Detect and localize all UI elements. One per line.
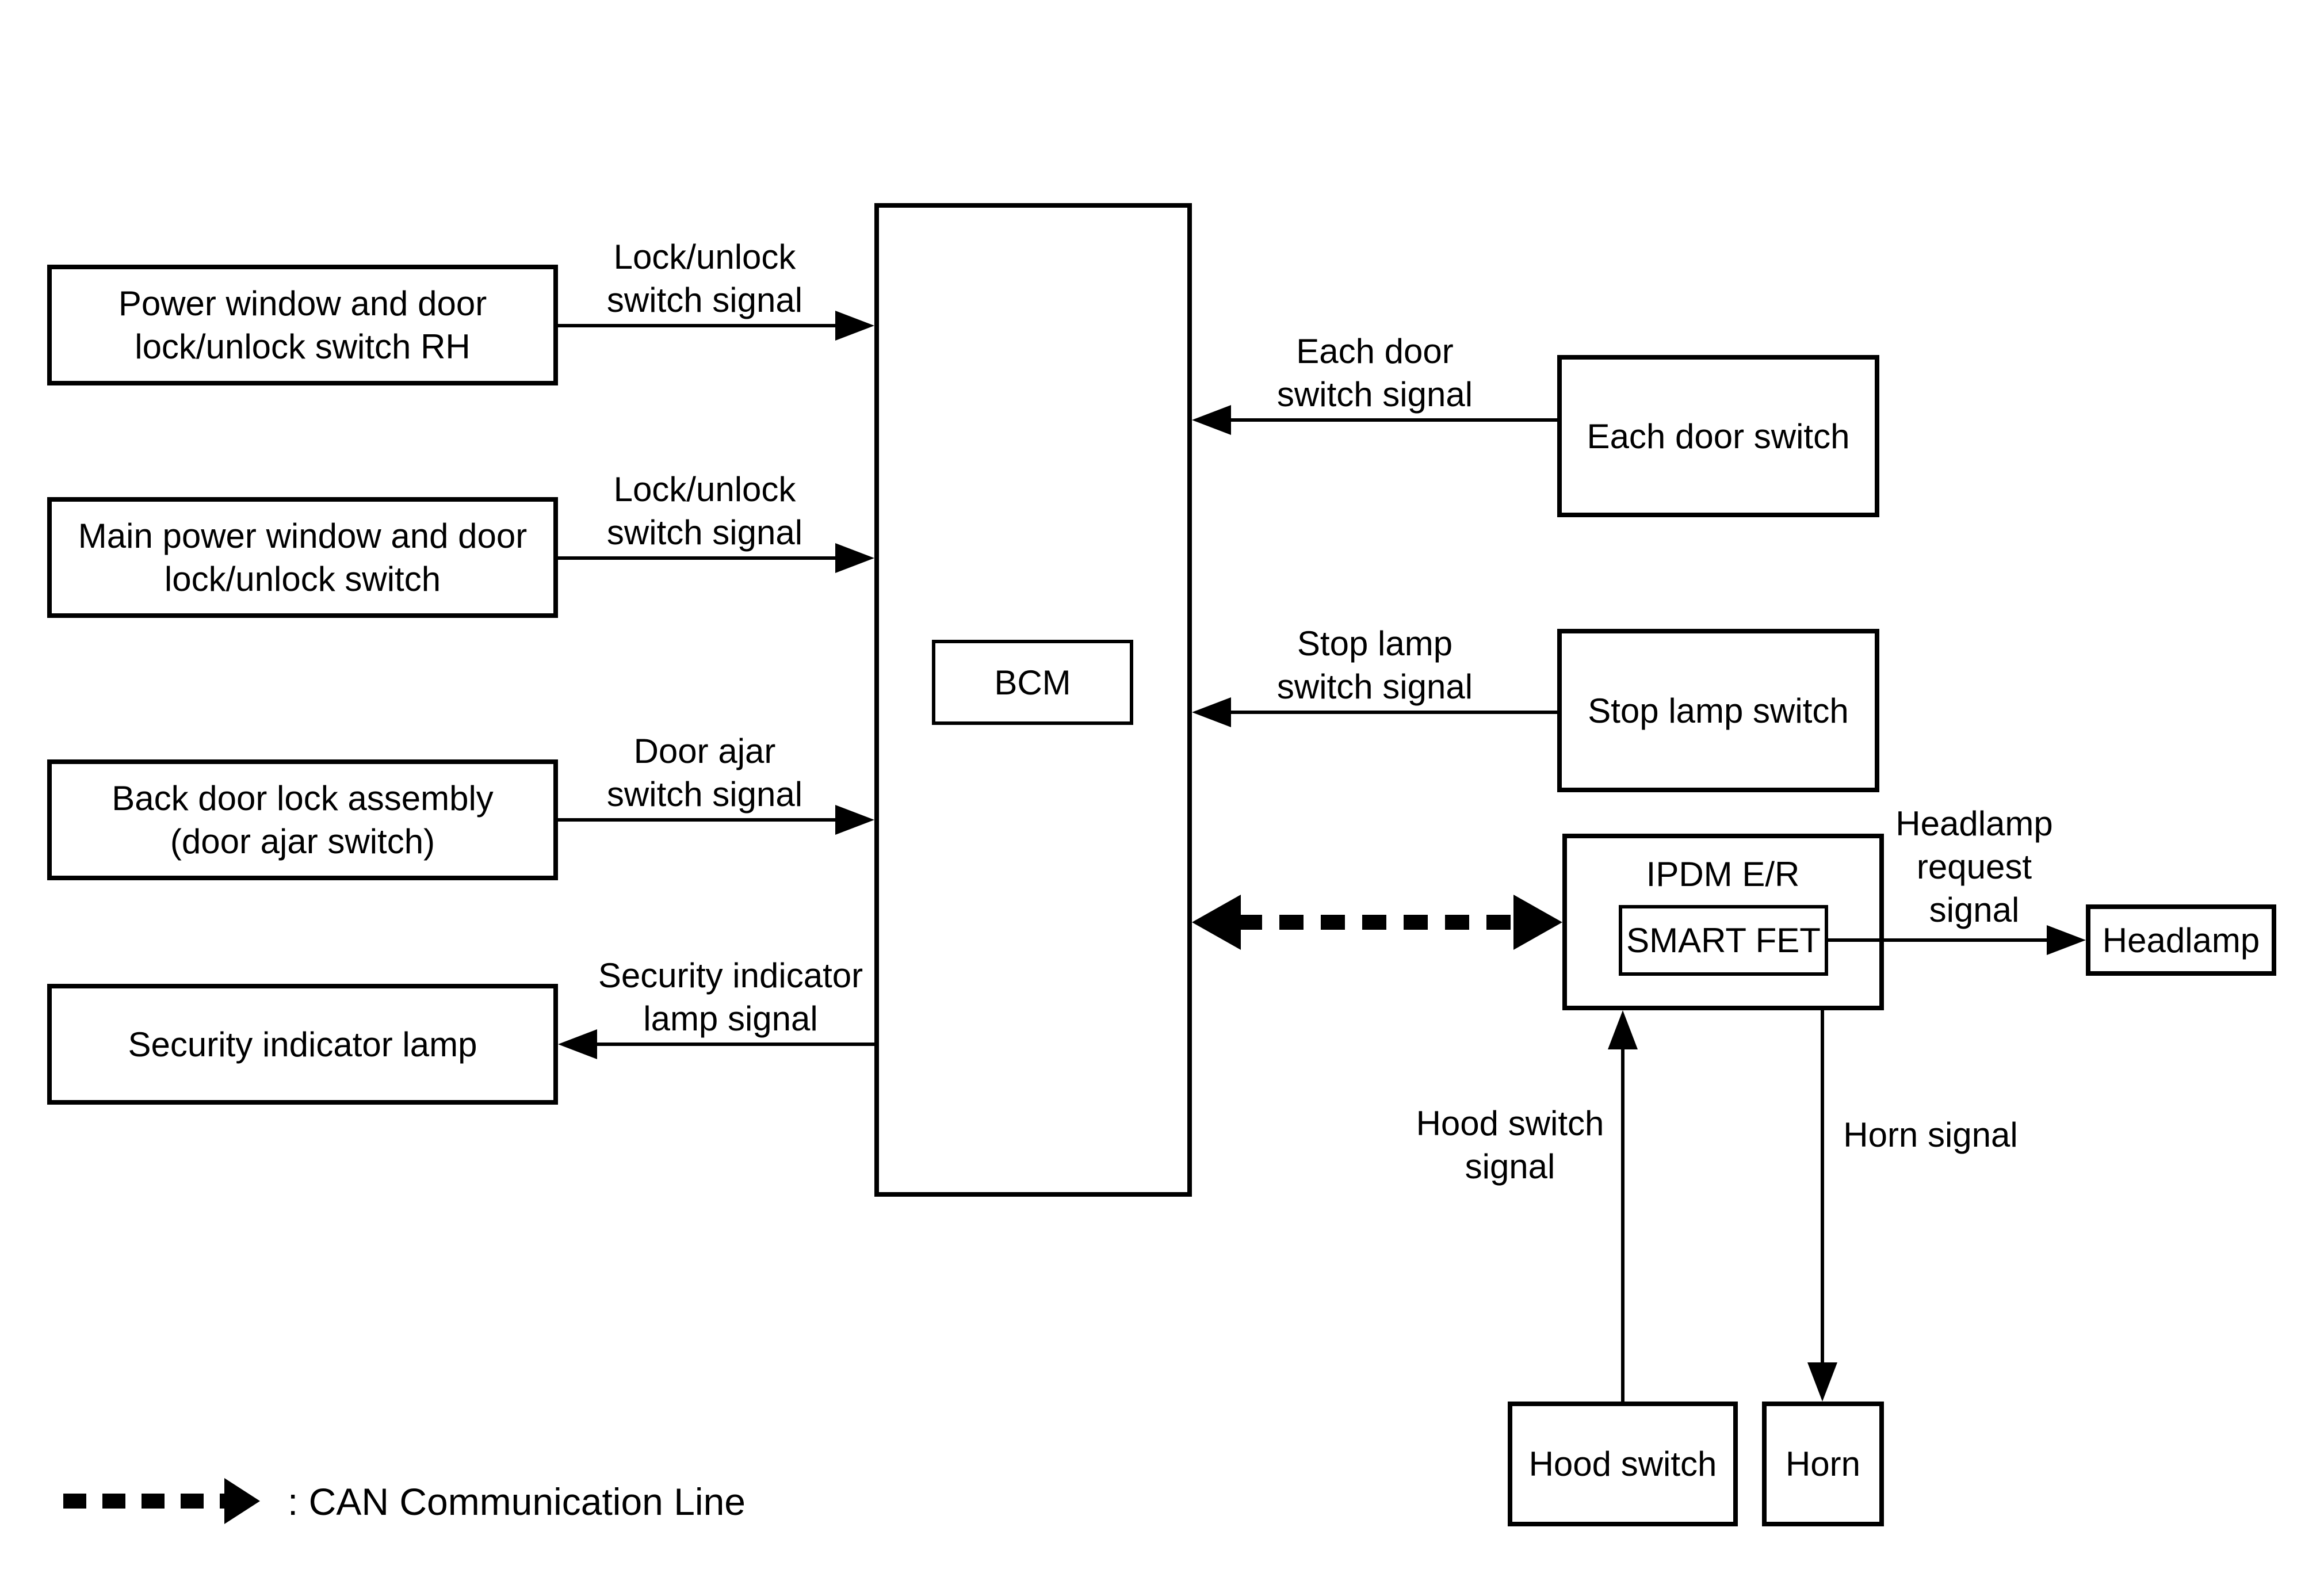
arrowhead-right-icon xyxy=(835,805,874,835)
arrow-shaft xyxy=(1230,711,1557,714)
node-headlamp: Headlamp xyxy=(2086,904,2276,976)
arrow-shaft xyxy=(1621,1047,1624,1402)
node-security-indicator-lamp: Security indicator lamp xyxy=(47,984,558,1105)
node-horn: Horn xyxy=(1762,1402,1884,1526)
arrow-shaft xyxy=(1828,938,2049,942)
node-smart-fet: SMART FET xyxy=(1619,905,1828,976)
arrowhead-left-icon xyxy=(1192,697,1231,727)
signal-door-ajar-label: Door ajar switch signal xyxy=(606,732,803,814)
signal-headlamp-request-label: Headlamp request signal xyxy=(1895,804,2053,929)
arrow-shaft xyxy=(558,324,838,327)
signal-lock-unlock-rh-label: Lock/unlock switch signal xyxy=(606,238,803,319)
arrow-shaft xyxy=(558,818,838,822)
signal-lock-unlock-main-label: Lock/unlock switch signal xyxy=(606,470,803,552)
node-stop-lamp-switch: Stop lamp switch xyxy=(1557,629,1879,792)
signal-stop-lamp-label: Stop lamp switch signal xyxy=(1276,624,1473,706)
node-hood-switch: Hood switch xyxy=(1508,1402,1738,1526)
node-power-window-rh: Power window and door lock/unlock switch… xyxy=(47,265,558,385)
legend-arrowhead-icon xyxy=(224,1478,260,1524)
arrowhead-down-icon xyxy=(1807,1362,1837,1402)
can-arrowhead-left-icon xyxy=(1192,895,1241,950)
signal-hood-switch-label: Hood switch signal xyxy=(1416,1104,1604,1186)
arrowhead-right-icon xyxy=(2047,925,2086,955)
node-bcm: BCM xyxy=(932,640,1133,725)
legend-can-label: : CAN Communication Line xyxy=(288,1480,746,1523)
arrow-shaft xyxy=(558,556,838,560)
arrow-shaft xyxy=(596,1043,874,1046)
arrow-shaft xyxy=(1821,1010,1824,1365)
signal-horn-label: Horn signal xyxy=(1843,1116,2018,1154)
signal-security-lamp-label: Security indicator lamp signal xyxy=(598,956,863,1038)
arrowhead-right-icon xyxy=(835,311,874,341)
arrowhead-up-icon xyxy=(1608,1010,1638,1049)
can-arrowhead-right-icon xyxy=(1513,895,1562,950)
can-dashed-bar xyxy=(1238,915,1516,930)
node-main-power-window: Main power window and door lock/unlock s… xyxy=(47,497,558,618)
node-back-door-lock: Back door lock assembly (door ajar switc… xyxy=(47,759,558,880)
arrowhead-left-icon xyxy=(1192,405,1231,435)
legend-can-dashed-bar xyxy=(63,1494,224,1509)
node-each-door-switch: Each door switch xyxy=(1557,355,1879,517)
arrowhead-left-icon xyxy=(558,1029,597,1059)
arrowhead-right-icon xyxy=(835,543,874,573)
signal-each-door-label: Each door switch signal xyxy=(1276,332,1473,414)
arrow-shaft xyxy=(1230,418,1557,422)
node-ipdm-er-label: IPDM E/R xyxy=(1646,855,1800,893)
